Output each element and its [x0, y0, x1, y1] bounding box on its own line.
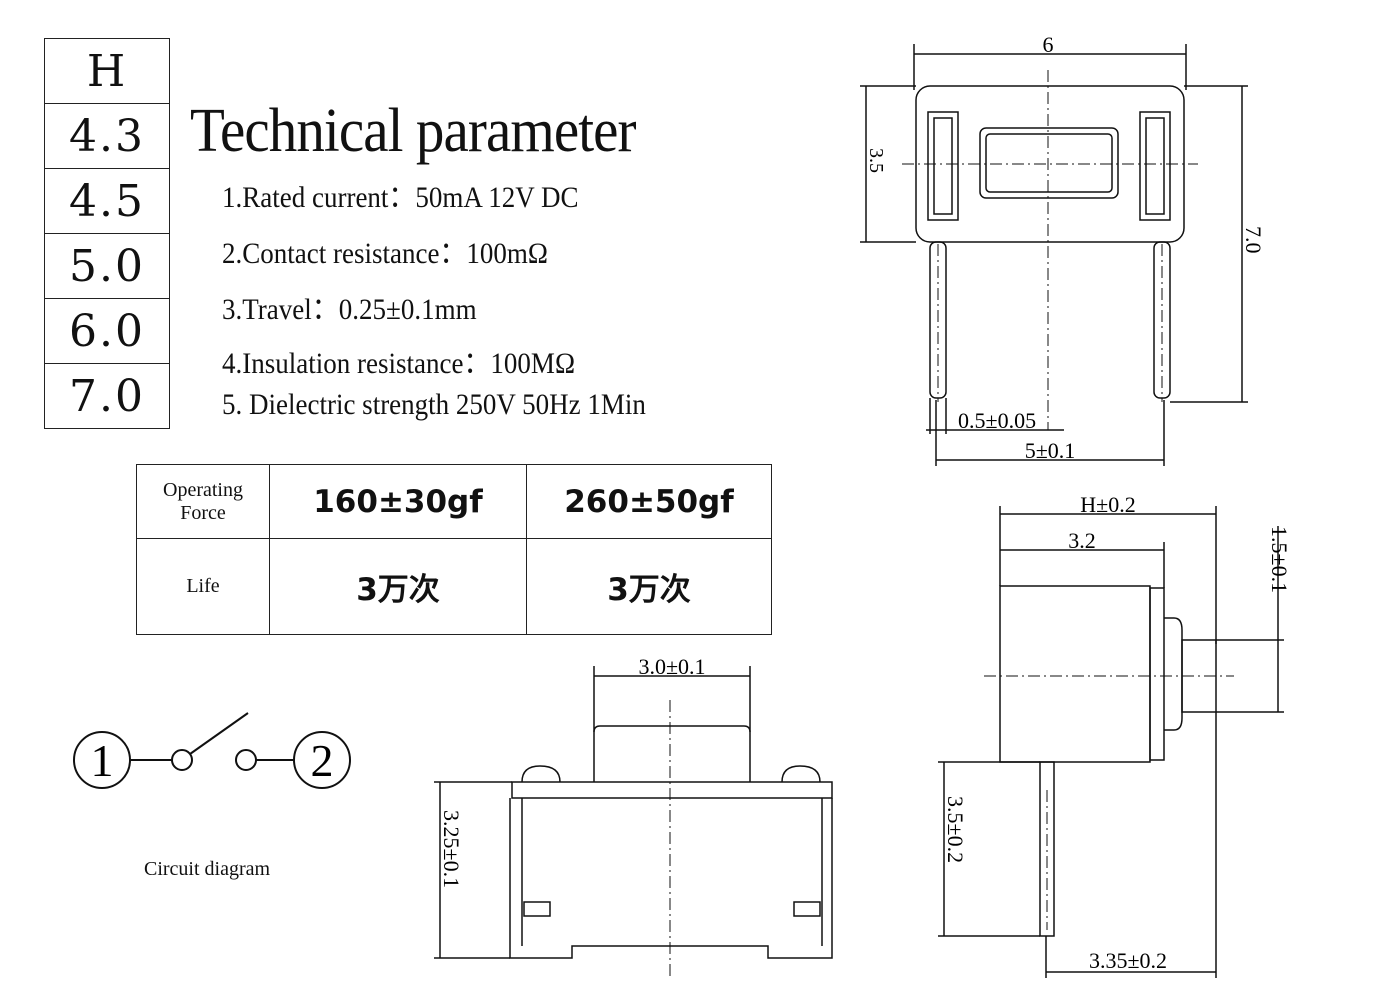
h-table-value: 6.0: [45, 299, 169, 364]
operating-force-label-line1: Operating: [163, 478, 243, 501]
dim-body: 3.2: [1068, 528, 1096, 553]
h-table-value: 5.0: [45, 234, 169, 299]
dim-height: H±0.2: [1080, 492, 1135, 517]
life-value: 3万次: [269, 538, 527, 635]
life-value: 3万次: [526, 538, 772, 635]
parameter-dielectric-strength: 5. Dielectric strength 250V 50Hz 1Min: [222, 388, 646, 421]
dim-actuator: 1.5±0.1: [1267, 526, 1292, 593]
h-table-value: 4.3: [45, 104, 169, 169]
front-view-drawing: 3.0±0.1 3.25±0.1: [434, 654, 833, 976]
h-dimension-table: H 4.3 4.5 5.0 6.0 7.0: [44, 38, 170, 429]
parameter-rated-current: 1.Rated current：50mA 12V DC: [222, 181, 579, 214]
switch-contact-icon: [235, 749, 257, 771]
dim-height-inner: 3.5: [865, 148, 887, 173]
operating-force-label-line2: Force: [180, 501, 226, 524]
dim-total-height: 7.0: [1241, 226, 1266, 254]
pin1-label: 1: [91, 735, 114, 786]
dim-pin-spacing: 5±0.1: [1025, 438, 1076, 463]
switch-lever-icon: [189, 712, 249, 755]
page-title: Technical parameter: [190, 97, 637, 165]
switch-contact-icon: [171, 749, 193, 771]
parameter-insulation-resistance: 4.Insulation resistance：100MΩ: [222, 347, 576, 380]
dim-width: 6: [1043, 32, 1054, 57]
circuit-caption: Circuit diagram: [144, 858, 271, 880]
parameter-contact-resistance: 2.Contact resistance：100mΩ: [222, 237, 548, 270]
pin2-circle: [293, 731, 351, 789]
life-label: Life: [136, 538, 270, 635]
dim-pin-offset: 3.35±0.2: [1089, 948, 1167, 973]
h-table-value: 7.0: [45, 364, 169, 429]
dim-pin-length: 3.5±0.2: [943, 796, 968, 863]
h-table-value: 4.5: [45, 169, 169, 234]
top-view-drawing: 6 3.5 7.0 0.5±0.05 5±0.1: [860, 32, 1266, 466]
force-life-table: Operating Force 160±30gf 260±50gf Life 3…: [136, 464, 772, 635]
dim-actuator-width: 3.0±0.1: [638, 654, 705, 679]
circuit-diagram: 1 2: [73, 712, 351, 789]
side-view-drawing: H±0.2 3.2 1.5±0.1 3.5±0.2 3.35±0.2: [938, 492, 1292, 978]
parameter-travel: 3.Travel：0.25±0.1mm: [222, 293, 477, 326]
pin2-label: 2: [311, 735, 334, 786]
operating-force-label: Operating Force: [136, 464, 270, 539]
force-value: 160±30gf: [269, 464, 527, 539]
force-value: 260±50gf: [526, 464, 772, 539]
dim-pin-width: 0.5±0.05: [958, 408, 1036, 433]
h-table-header: H: [45, 39, 169, 104]
dim-body-height: 3.25±0.1: [439, 810, 464, 888]
